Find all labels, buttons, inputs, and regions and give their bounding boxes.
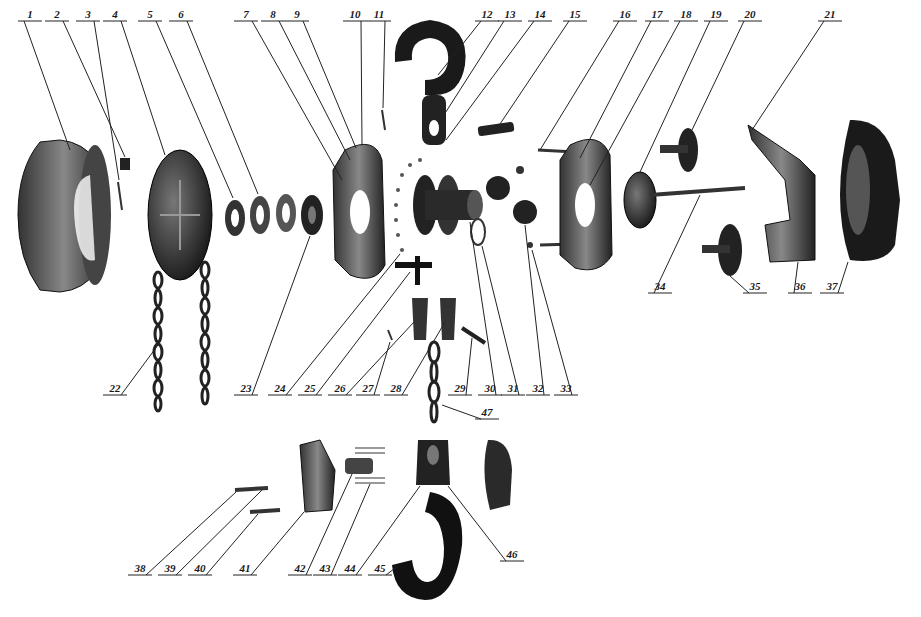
- callout-number: 2: [54, 8, 60, 20]
- parts: [18, 20, 900, 600]
- callout-number: 7: [243, 8, 249, 20]
- leader-lines: [18, 21, 848, 575]
- callout-number: 20: [745, 8, 756, 20]
- callout-number: 6: [178, 8, 184, 20]
- callout-number: 42: [295, 562, 306, 574]
- callout-number: 32: [533, 382, 544, 394]
- callout-number: 12: [482, 8, 493, 20]
- callout-number: 37: [827, 280, 838, 292]
- callout-number: 11: [374, 8, 384, 20]
- callout-number: 8: [270, 8, 276, 20]
- callout-number: 47: [482, 406, 493, 418]
- callout-number: 40: [195, 562, 206, 574]
- callout-number: 13: [505, 8, 516, 20]
- callout-number: 36: [795, 280, 806, 292]
- callout-number: 23: [241, 382, 252, 394]
- callout-number: 4: [112, 8, 118, 20]
- callout-number: 26: [335, 382, 346, 394]
- callout-number: 46: [507, 548, 518, 560]
- callout-number: 16: [620, 8, 631, 20]
- callout-number: 14: [535, 8, 546, 20]
- callout-number: 9: [294, 8, 300, 20]
- callout-number: 17: [652, 8, 663, 20]
- callout-number: 5: [147, 8, 153, 20]
- callout-number: 41: [240, 562, 251, 574]
- callout-number: 44: [345, 562, 356, 574]
- callout-number: 45: [375, 562, 386, 574]
- callout-number: 24: [275, 382, 286, 394]
- callout-number: 1: [27, 8, 33, 20]
- callout-number: 15: [570, 8, 581, 20]
- callout-number: 29: [455, 382, 466, 394]
- callout-number: 43: [320, 562, 331, 574]
- callout-number: 3: [85, 8, 91, 20]
- callout-number: 35: [750, 280, 761, 292]
- callout-number: 38: [135, 562, 146, 574]
- callout-number: 27: [363, 382, 374, 394]
- callout-number: 18: [681, 8, 692, 20]
- callout-number: 22: [110, 382, 121, 394]
- callout-number: 21: [825, 8, 836, 20]
- callout-number: 30: [485, 382, 496, 394]
- callout-number: 19: [711, 8, 722, 20]
- callout-number: 33: [561, 382, 572, 394]
- callout-number: 10: [350, 8, 361, 20]
- callout-number: 31: [508, 382, 519, 394]
- callout-number: 34: [655, 280, 666, 292]
- callout-number: 28: [391, 382, 402, 394]
- callout-number: 39: [165, 562, 176, 574]
- callout-number: 25: [305, 382, 316, 394]
